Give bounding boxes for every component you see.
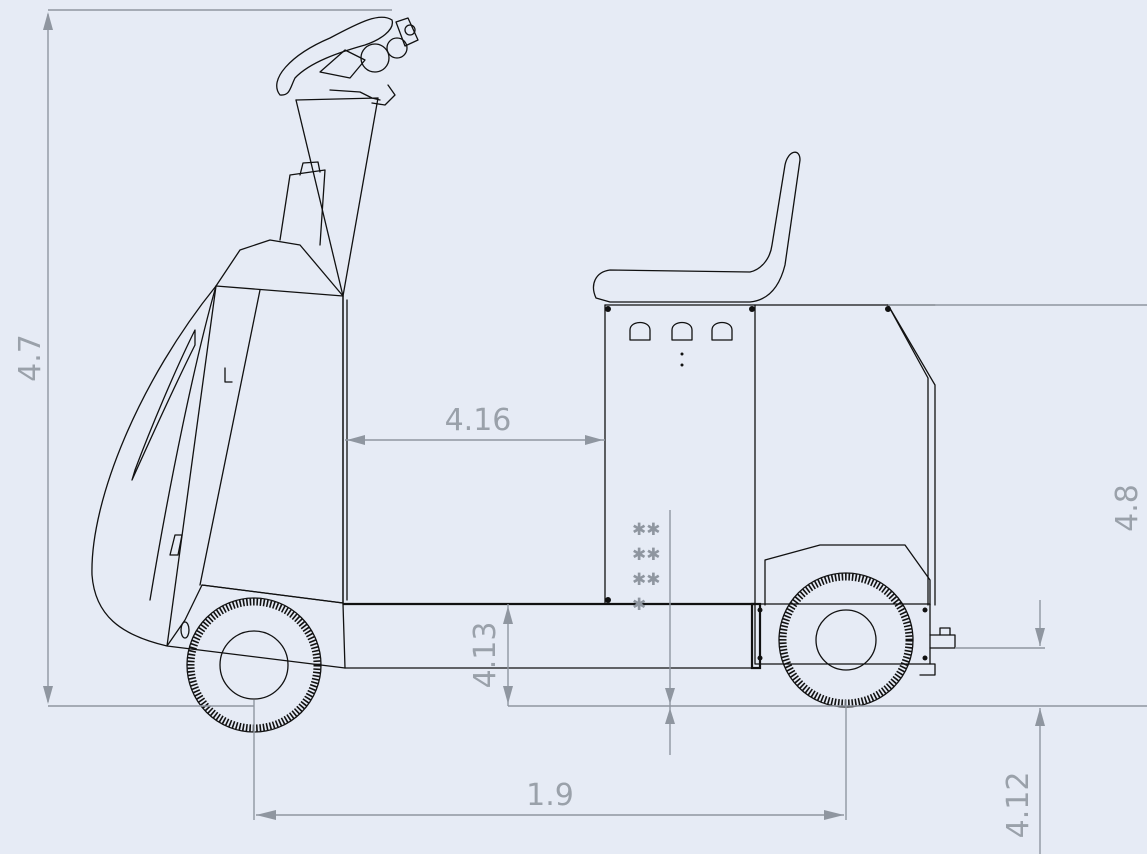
dim-deck-length: 4.16 [345,403,605,445]
column-cover [279,169,326,246]
svg-text:✱✱: ✱✱ [632,520,661,540]
dim-wheelbase: 1.9 [253,700,847,820]
hitch-height-label: 4.12 [1001,772,1036,839]
svg-text:✱✱: ✱✱ [632,545,661,565]
deck-height-label: 4.13 [468,622,503,689]
seat-box: ✱✱ ✱✱ ✱✱ ✱ [604,304,936,615]
dim-center-marker [665,510,675,755]
rear-bumper [750,602,956,676]
front-marker [169,534,183,556]
svg-text:✱✱: ✱✱ [632,570,661,590]
dim-overall-height: 4.7 [13,9,392,707]
overall-height-label: 4.7 [13,334,48,382]
dimension-lines: 4.7 4.16 4.8 4.13 [13,9,1147,854]
dim-deck-height: 4.13 [468,604,846,707]
deck-length-label: 4.16 [445,403,512,438]
steering-column [215,84,396,297]
rear-height-label: 4.8 [1110,484,1145,532]
svg-text:✱: ✱ [632,595,646,615]
vent-slot [711,321,733,341]
vehicle-outline: ✱✱ ✱✱ ✱✱ ✱ [91,16,956,733]
tiller-handle [276,16,419,101]
vent-slot [671,321,693,341]
wheelbase-label: 1.9 [526,778,574,813]
chassis-deck [342,295,756,669]
seat [592,151,801,303]
dim-hitch-height: 4.12 [955,600,1045,854]
vent-slot [629,321,651,341]
rear-wheel [764,544,931,708]
rear-fender [764,544,931,606]
front-light-slot [131,329,196,481]
dim-rear-height: 4.8 [846,304,1147,707]
